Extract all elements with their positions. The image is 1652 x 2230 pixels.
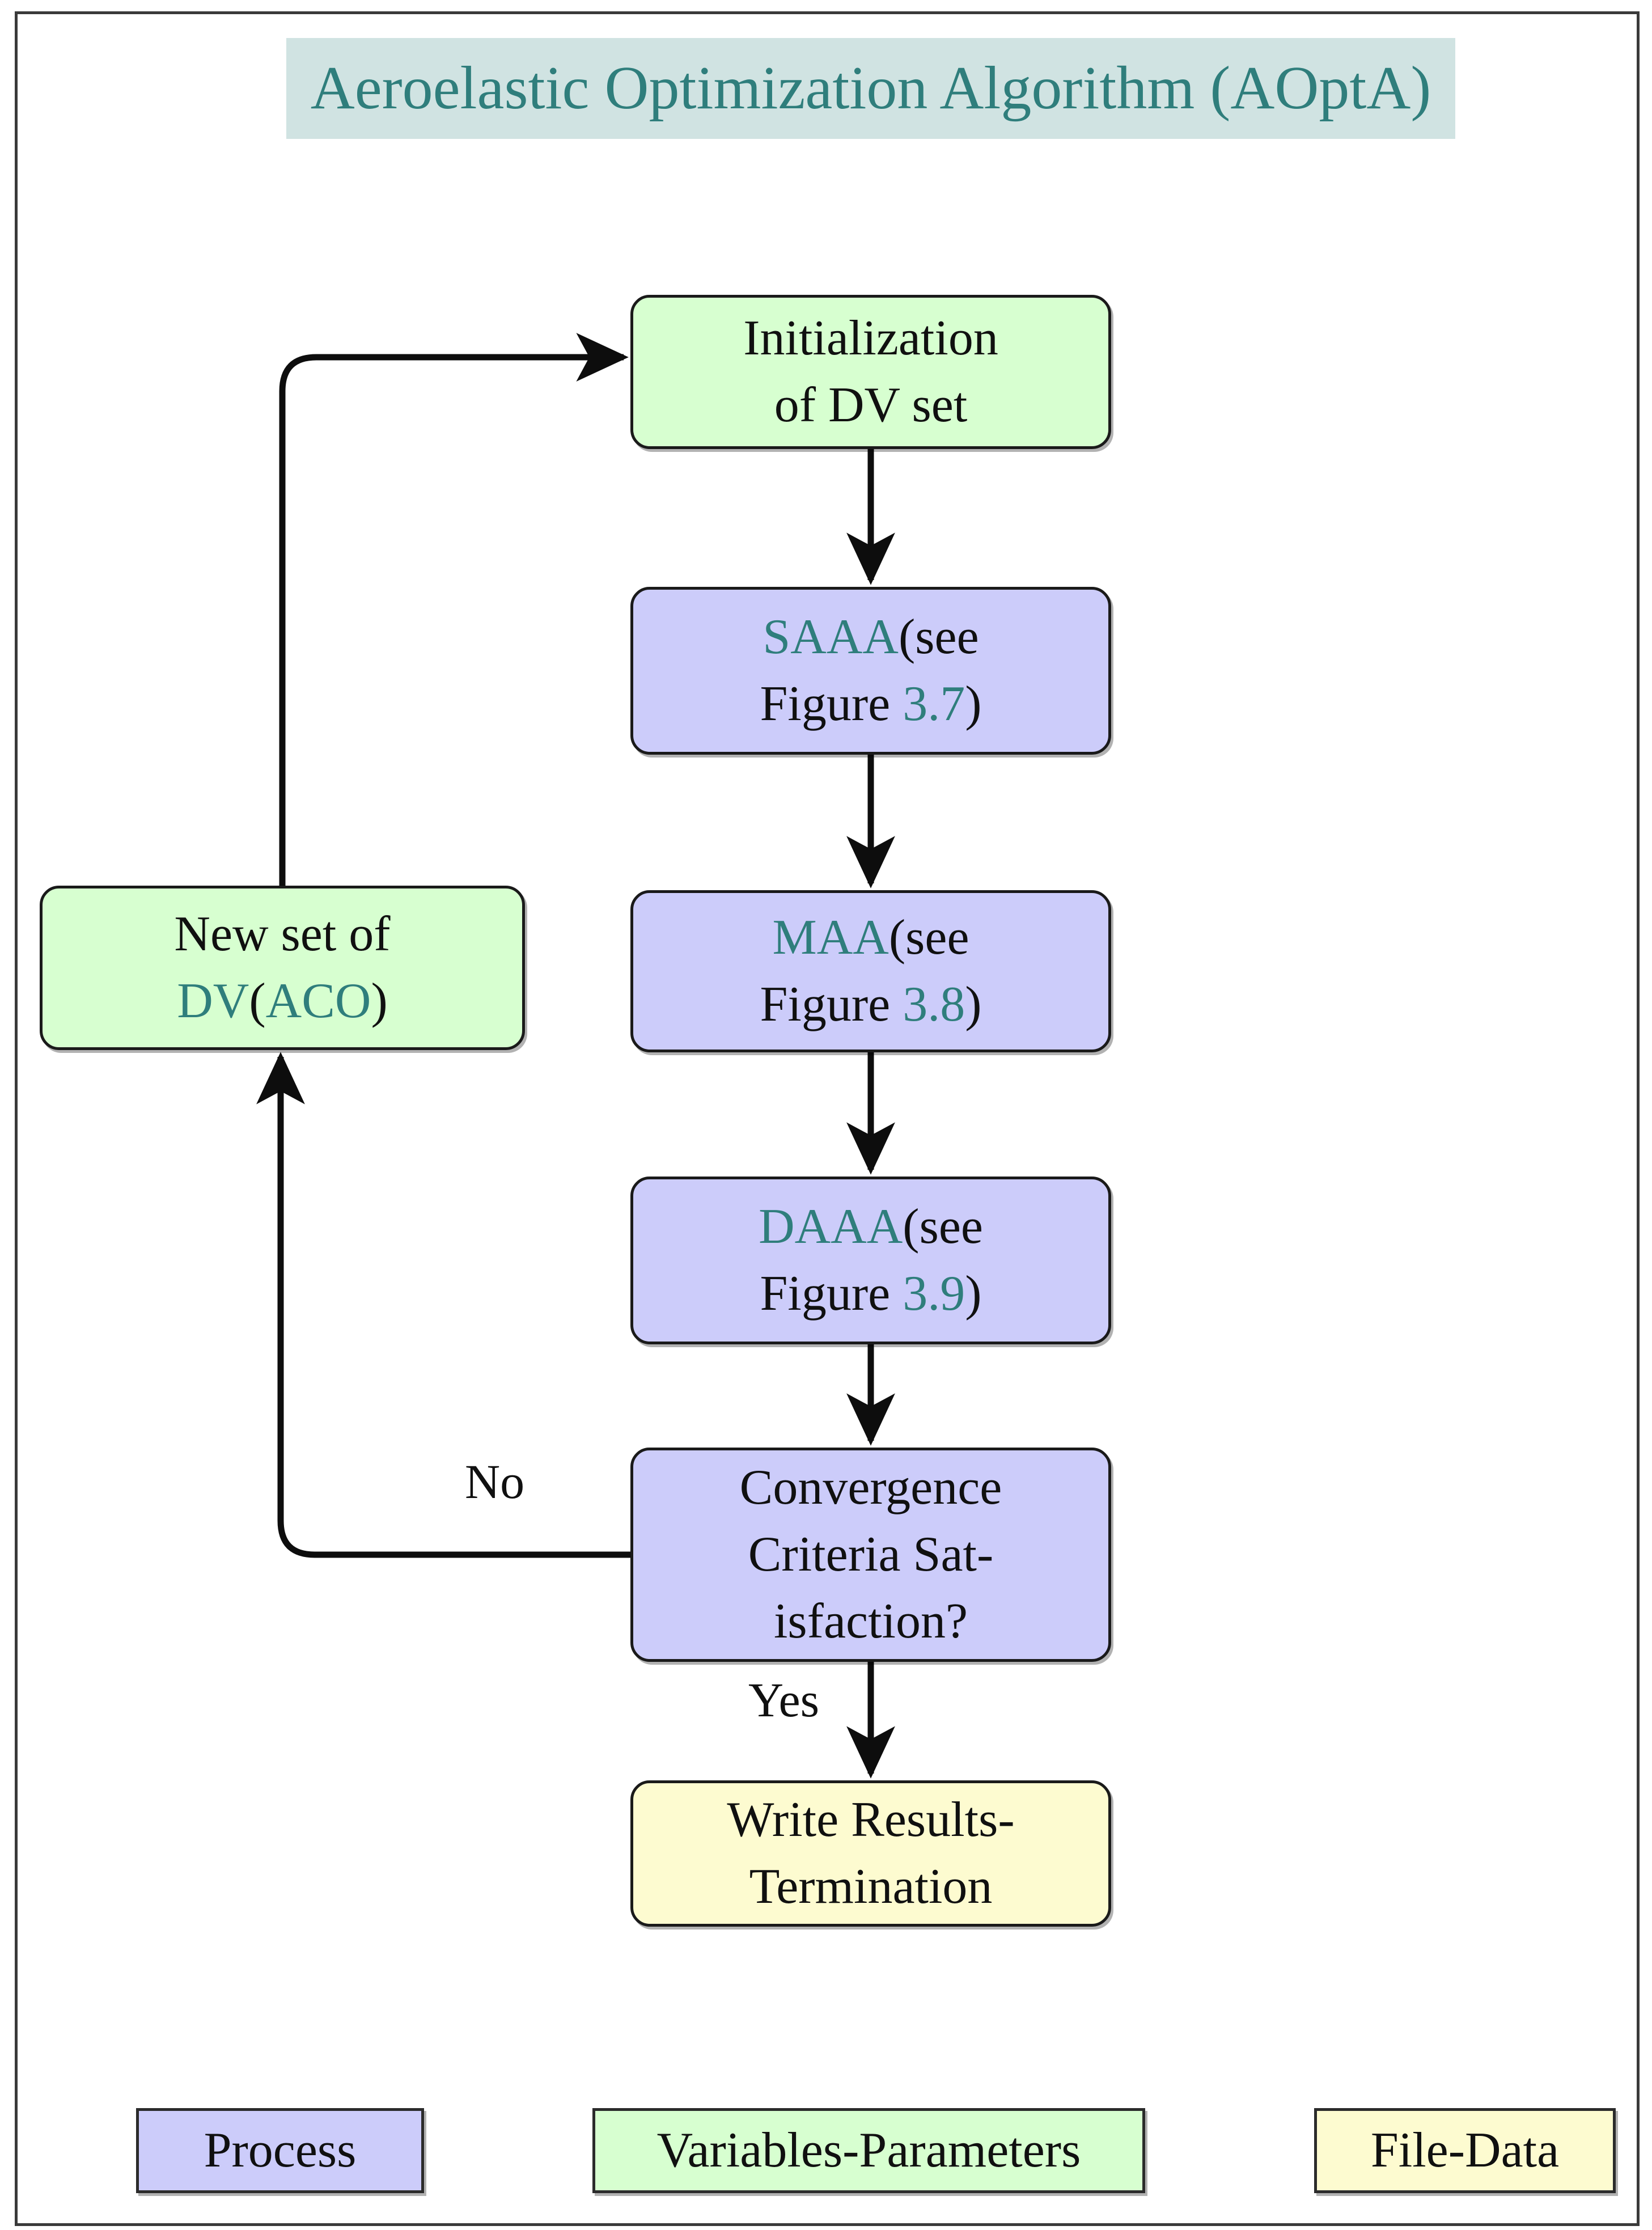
node-saaa[interactable]: SAAA(see Figure 3.7) — [630, 587, 1111, 755]
node-plain-text: (see — [898, 610, 979, 665]
node-write-results-termination[interactable]: Write Results- Termination — [630, 1780, 1111, 1927]
node-line: isfaction? — [773, 1593, 968, 1649]
node-accent-text: 3.9 — [903, 1266, 965, 1321]
page-title: Aeroelastic Optimization Algorithm (AOpt… — [310, 54, 1431, 122]
node-line: Figure 3.9) — [760, 1260, 981, 1327]
node-plain-text: Figure — [760, 1266, 903, 1321]
node-line: of DV set — [774, 378, 968, 433]
node-line: Figure 3.7) — [760, 671, 981, 738]
node-new-set-of-dv-aco[interactable]: New set of DV(ACO) — [40, 886, 525, 1050]
node-plain-text: ) — [965, 1266, 982, 1321]
node-accent-text: 3.8 — [903, 977, 965, 1032]
node-accent-text: SAAA — [763, 610, 899, 665]
node-convergence-criteria[interactable]: Convergence Criteria Sat- isfaction? — [630, 1448, 1111, 1662]
node-plain-text: ) — [965, 676, 982, 731]
node-accent-text: ACO — [265, 974, 371, 1029]
legend-item-process: Process — [136, 2108, 424, 2193]
legend-label: File-Data — [1370, 2123, 1560, 2178]
node-plain-text: ) — [371, 974, 388, 1029]
node-line: Convergence — [739, 1460, 1002, 1516]
node-line: Termination — [749, 1859, 993, 1914]
edge-label-no: No — [465, 1454, 525, 1509]
node-accent-text: 3.7 — [903, 676, 965, 731]
figure-title-banner: Aeroelastic Optimization Algorithm (AOpt… — [286, 38, 1455, 139]
node-accent-text: DAAA — [759, 1199, 903, 1255]
node-plain-text: (see — [903, 1199, 983, 1255]
node-plain-text: Figure — [760, 977, 903, 1032]
node-initialization-of-dv-set[interactable]: Initialization of DV set — [630, 295, 1111, 449]
edge-label-yes: Yes — [748, 1673, 820, 1727]
node-plain-text: Figure — [760, 676, 903, 731]
node-line: Criteria Sat- — [748, 1527, 994, 1582]
node-line: DAAA(see — [759, 1194, 983, 1260]
figure-border — [15, 11, 1640, 2226]
legend-item-variables-parameters: Variables-Parameters — [592, 2108, 1145, 2193]
legend-label: Variables-Parameters — [656, 2123, 1081, 2178]
node-line: MAA(see — [772, 904, 969, 971]
node-line: SAAA(see — [763, 604, 979, 671]
node-daaa[interactable]: DAAA(see Figure 3.9) — [630, 1177, 1111, 1344]
legend-label: Process — [204, 2123, 357, 2178]
node-plain-text: ( — [249, 974, 266, 1029]
node-plain-text: (see — [888, 910, 969, 966]
node-accent-text: DV — [177, 974, 249, 1029]
node-maa[interactable]: MAA(see Figure 3.8) — [630, 890, 1111, 1052]
node-line: Figure 3.8) — [760, 971, 981, 1038]
node-accent-text: MAA — [772, 910, 889, 966]
node-line: Initialization — [743, 311, 998, 366]
node-plain-text: ) — [965, 977, 982, 1032]
legend-item-file-data: File-Data — [1314, 2108, 1616, 2193]
node-line: Write Results- — [727, 1792, 1015, 1848]
node-line: New set of — [174, 907, 391, 962]
node-line: DV(ACO) — [177, 968, 388, 1035]
